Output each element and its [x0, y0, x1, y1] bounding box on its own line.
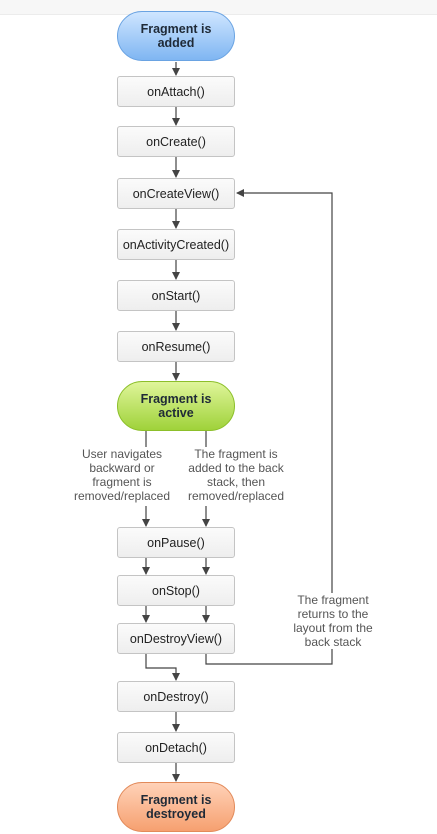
arrow-return-to-createview [205, 189, 333, 665]
note-user-navigates: User navigates backward or fragment is r… [73, 447, 171, 503]
fragment-destroyed-node: Fragment is destroyed [117, 782, 235, 832]
note-returns: The fragment returns to the layout from … [282, 593, 384, 649]
on-detach-node: onDetach() [117, 732, 235, 763]
note-back-stack: The fragment is added to the back stack,… [187, 447, 285, 503]
on-resume-node: onResume() [117, 331, 235, 362]
fragment-added-node: Fragment is added [117, 11, 235, 61]
fragment-active-node: Fragment is active [117, 381, 235, 431]
on-start-node: onStart() [117, 280, 235, 311]
arrow-destroyview-destroy [145, 654, 180, 681]
on-destroy-view-node: onDestroyView() [117, 623, 235, 654]
on-attach-node: onAttach() [117, 76, 235, 107]
on-pause-node: onPause() [117, 527, 235, 558]
on-stop-node: onStop() [117, 575, 235, 606]
on-destroy-node: onDestroy() [117, 681, 235, 712]
on-create-node: onCreate() [117, 126, 235, 157]
on-create-view-node: onCreateView() [117, 178, 235, 209]
on-activity-created-node: onActivityCreated() [117, 229, 235, 260]
